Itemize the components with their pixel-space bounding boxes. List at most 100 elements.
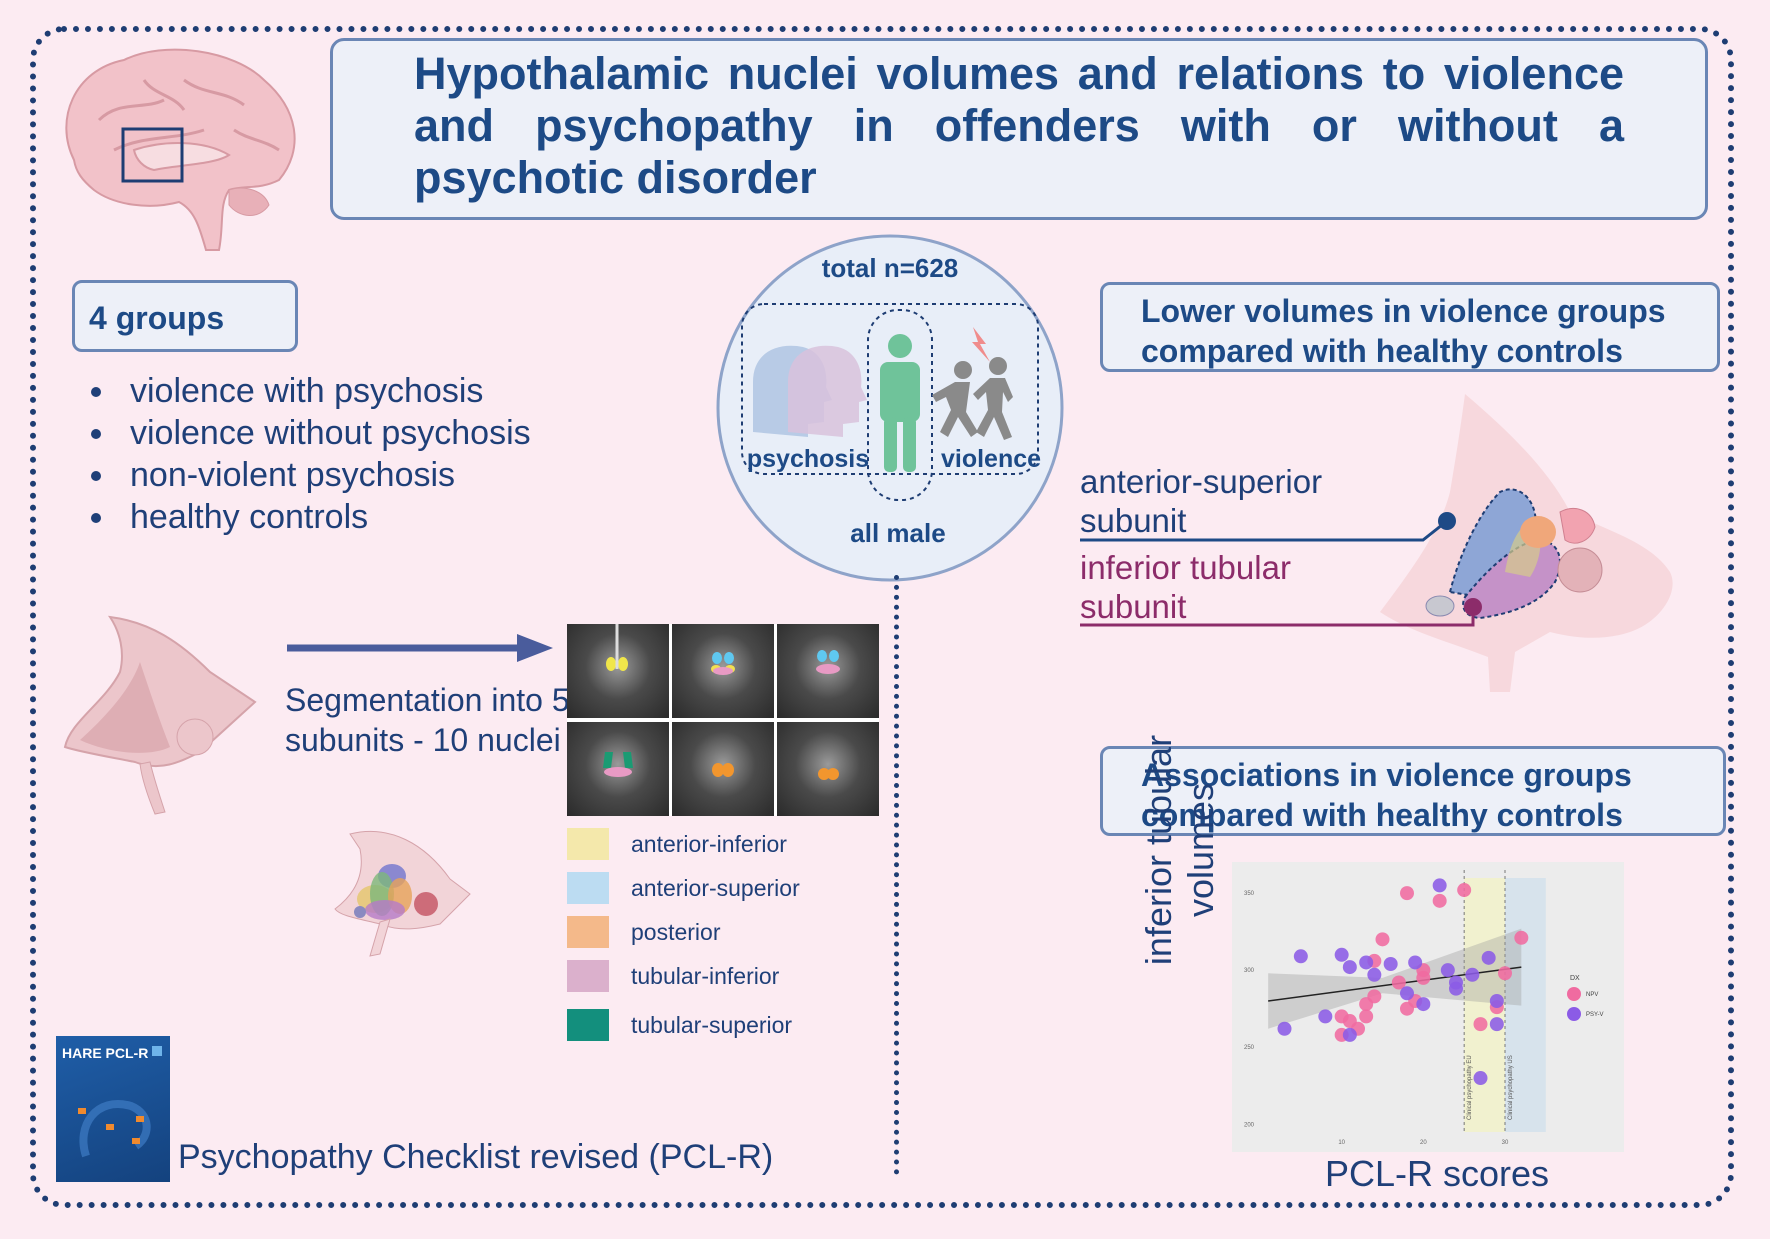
data-point (1473, 1017, 1488, 1032)
title-box (330, 38, 1708, 220)
mri-slice (672, 722, 774, 816)
list-item: violence with psychosis (118, 370, 531, 412)
anterior-superior-label: anterior-superior subunit (1080, 463, 1323, 539)
legend-swatch (567, 828, 609, 860)
data-point (1359, 1009, 1374, 1024)
data-point (1400, 886, 1414, 901)
data-point (1391, 975, 1406, 990)
data-point (1342, 960, 1357, 975)
annotation-us: Clinical psychopathy US (1508, 1055, 1514, 1120)
x-axis-label: PCL-R scores (1325, 1153, 1550, 1194)
data-point (1440, 963, 1455, 978)
hypothalamus-illustration (63, 615, 257, 815)
mri-slice (672, 624, 774, 718)
data-point (1367, 967, 1382, 982)
groups-heading: 4 groups (72, 280, 298, 352)
data-point (1342, 1027, 1357, 1042)
data-point (1277, 1021, 1292, 1036)
pclr-caption: Psychopathy Checklist revised (PCL-R) (178, 1138, 774, 1176)
legend-label: anterior-inferior (631, 830, 787, 857)
legend-title: DX (1570, 975, 1580, 982)
brain-illustration (65, 48, 296, 251)
data-point (1318, 1009, 1333, 1024)
legend-label: tubular-inferior (631, 962, 780, 989)
mri-slice (777, 624, 879, 718)
data-point (1473, 1071, 1488, 1086)
data-point (1383, 957, 1398, 972)
data-point (1293, 949, 1308, 964)
groups-list: violence with psychosis violence without… (80, 370, 531, 538)
y-tick-label: 350 (1244, 891, 1255, 897)
data-point (1498, 966, 1512, 981)
legend-swatch (567, 960, 609, 992)
inferior-tubular-label: inferior tubular subunit (1080, 549, 1291, 625)
legend-label: anterior-superior (631, 874, 800, 901)
data-point (1465, 967, 1480, 982)
subunit-illustration (334, 830, 471, 957)
sample-circle: total n=628 psychosis violence all male (716, 234, 1064, 582)
data-point (1359, 997, 1374, 1012)
legend-item-tubular-inferior: tubular-inferior (567, 957, 779, 995)
x-tick-label: 10 (1338, 1140, 1345, 1146)
data-point (1416, 997, 1431, 1012)
arrow-icon (287, 634, 553, 662)
all-male-label: all male (850, 518, 945, 548)
data-point (1489, 994, 1504, 1008)
legend-item-posterior: posterior (567, 913, 720, 951)
data-point (1481, 950, 1496, 965)
annotation-eu: Clinical psychopathy EU (1467, 1055, 1473, 1120)
hypothalamus-subunit-illustration (1380, 394, 1673, 692)
mri-slice (567, 624, 669, 718)
segmentation-text: Segmentation into 5 subunits - 10 nuclei (285, 682, 570, 758)
leader-lines (1080, 512, 1482, 627)
data-point (1457, 883, 1472, 898)
list-item: healthy controls (118, 496, 531, 538)
list-item: non-violent psychosis (118, 454, 531, 496)
legend-item-tubular-superior: tubular-superior (567, 1006, 792, 1044)
mri-slice (567, 722, 669, 816)
data-point (1432, 878, 1447, 893)
y-tick-label: 250 (1244, 1045, 1255, 1051)
heads-icon (753, 345, 867, 437)
data-point (1408, 955, 1423, 970)
cover-title: HARE PCL-R (62, 1045, 148, 1061)
poster-title: Hypothalamic nuclei volumes and relation… (414, 48, 1624, 203)
data-point (1489, 1017, 1504, 1032)
legend-entry: NPV (1586, 992, 1598, 998)
sample-total: total n=628 (822, 253, 959, 283)
x-tick-label: 30 (1502, 1140, 1509, 1146)
associations-heading: Associations in violence groups compared… (1100, 746, 1726, 836)
x-tick-label: 20 (1420, 1140, 1427, 1146)
section-divider (894, 575, 899, 1175)
y-tick-label: 200 (1244, 1122, 1255, 1128)
psychosis-label: psychosis (747, 445, 869, 473)
pclr-book-cover: HARE PCL-R (56, 1036, 170, 1182)
scatter-plot: Clinical psychopathy EU Clinical psychopa… (1232, 862, 1624, 1152)
legend-swatch (567, 1009, 609, 1041)
mri-segmentation-grid (567, 624, 879, 816)
data-point (1359, 955, 1374, 970)
legend-entry: PSY-V (1586, 1012, 1603, 1018)
lower-volumes-heading: Lower volumes in violence groups compare… (1100, 282, 1720, 372)
data-point (1449, 981, 1463, 996)
legend-item-anterior-superior: anterior-superior (567, 869, 800, 907)
data-point (1375, 932, 1390, 947)
legend-swatch (567, 872, 609, 904)
data-point (1416, 970, 1431, 985)
legend-swatch (567, 916, 609, 948)
legend-label: posterior (631, 918, 721, 945)
mri-slice (777, 722, 879, 816)
y-tick-label: 300 (1244, 968, 1255, 974)
fighting-icon (932, 327, 1013, 440)
data-point (1514, 930, 1529, 945)
list-item: violence without psychosis (118, 412, 531, 454)
data-point (1400, 986, 1414, 1001)
data-point (1334, 947, 1349, 962)
legend-marker (1567, 1007, 1581, 1021)
outer-frame (30, 26, 1734, 1208)
legend-marker (1567, 987, 1581, 1001)
violence-label: violence (941, 445, 1041, 473)
data-point (1432, 893, 1447, 908)
legend-item-anterior-inferior: anterior-inferior (567, 825, 787, 863)
threshold-band-us (1505, 878, 1546, 1132)
